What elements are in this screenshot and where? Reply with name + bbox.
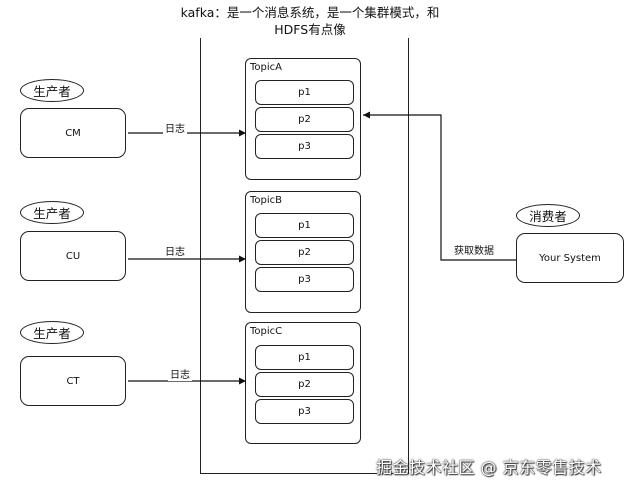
edge-consumer-to-topic-a (363, 111, 516, 261)
producer-ct-node: CT (20, 356, 126, 406)
topic-c-partition-1: p1 (255, 345, 354, 370)
topic-c-partition-2: p2 (255, 372, 354, 397)
producer-3-edge-label: 日志 (168, 366, 192, 381)
producer-2-edge-label: 日志 (163, 243, 187, 258)
topic-a-partition-3: p3 (255, 134, 354, 159)
watermark-text: 掘金技术社区 @ 京东零售技术 (376, 458, 602, 477)
consumer-edge-label: 获取数据 (452, 242, 496, 257)
topic-b-partition-1: p1 (255, 213, 354, 238)
producer-1-edge-label: 日志 (163, 120, 187, 135)
consumer-your-system-node: Your System (516, 233, 624, 283)
topic-a-label: TopicA (250, 62, 282, 73)
kafka-cluster-box (200, 38, 409, 474)
topic-c-label: TopicC (250, 326, 283, 337)
producer-cm-node: CM (20, 108, 126, 158)
producer-1-role-ellipse: 生产者 (20, 79, 84, 102)
producer-3-role-ellipse: 生产者 (20, 321, 84, 344)
producer-cu-node: CU (20, 231, 126, 281)
diagram-title: kafka：是一个消息系统，是一个集群模式，和HDFS有点像 (180, 5, 440, 37)
consumer-role-ellipse: 消费者 (516, 204, 580, 227)
topic-a-partition-2: p2 (255, 107, 354, 132)
topic-b-partition-3: p3 (255, 267, 354, 292)
topic-b-partition-2: p2 (255, 240, 354, 265)
topic-b-label: TopicB (250, 195, 283, 206)
producer-2-role-ellipse: 生产者 (20, 201, 84, 224)
topic-a-partition-1: p1 (255, 80, 354, 105)
topic-c-partition-3: p3 (255, 399, 354, 424)
